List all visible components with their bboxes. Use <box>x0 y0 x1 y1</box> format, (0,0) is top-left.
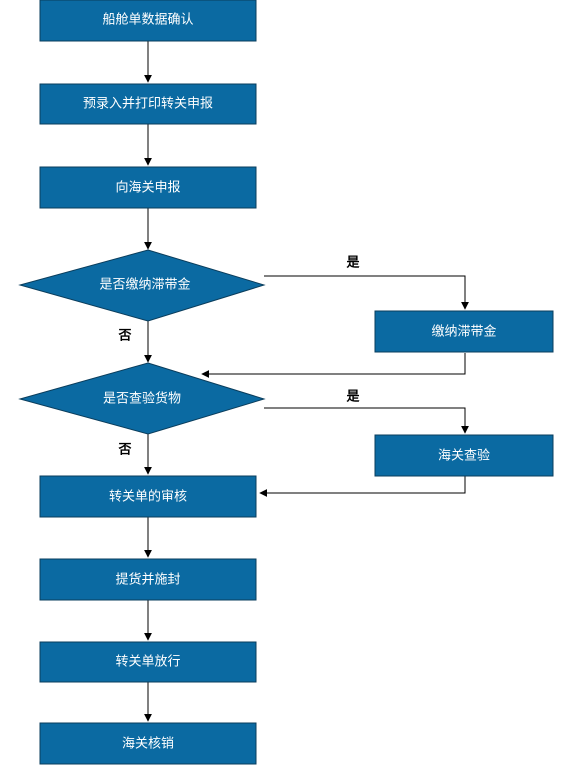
node-customs-writeoff: 海关核销 <box>39 722 257 765</box>
node-pickup-seal: 提货并施封 <box>39 558 257 601</box>
decision-label: 是否缴纳滞带金 <box>99 277 190 293</box>
edge-fee-question-yes <box>264 275 469 310</box>
node-transfer-release: 转关单放行 <box>39 641 257 683</box>
node-label: 转关单的审核 <box>109 489 187 505</box>
decision-inspect-goods: 是否查验货物 <box>18 362 266 435</box>
node-label: 转关单放行 <box>115 655 180 670</box>
edge-inspect-return <box>259 476 466 497</box>
edge-inspect-question-yes <box>264 407 469 434</box>
edge-fee-return <box>201 353 466 378</box>
node-pay-late-fee: 缴纳滞带金 <box>374 310 554 353</box>
edges <box>144 41 469 722</box>
node-pre-entry-print: 预录入并打印转关申报 <box>39 83 257 125</box>
node-label: 预录入并打印转关申报 <box>83 97 213 112</box>
edge-label-no: 否 <box>117 329 131 344</box>
node-ship-data-confirm: 船舱单数据确认 <box>39 0 257 42</box>
node-label: 向海关申报 <box>115 180 180 196</box>
decision-label: 是否查验货物 <box>103 391 181 407</box>
decision-pay-late-fee: 是否缴纳滞带金 <box>18 249 266 322</box>
node-label: 缴纳滞带金 <box>431 324 496 340</box>
node-customs-inspect: 海关查验 <box>374 434 554 477</box>
edge-label-no: 否 <box>117 443 131 458</box>
edge-label-yes: 是 <box>345 390 360 405</box>
edge-label-yes: 是 <box>345 256 360 271</box>
node-declare-customs: 向海关申报 <box>39 166 257 209</box>
node-transfer-review: 转关单的审核 <box>39 475 257 518</box>
node-label: 海关查验 <box>438 448 490 464</box>
node-label: 海关核销 <box>122 737 174 752</box>
node-label: 提货并施封 <box>115 572 180 588</box>
node-label: 船舱单数据确认 <box>102 13 193 28</box>
